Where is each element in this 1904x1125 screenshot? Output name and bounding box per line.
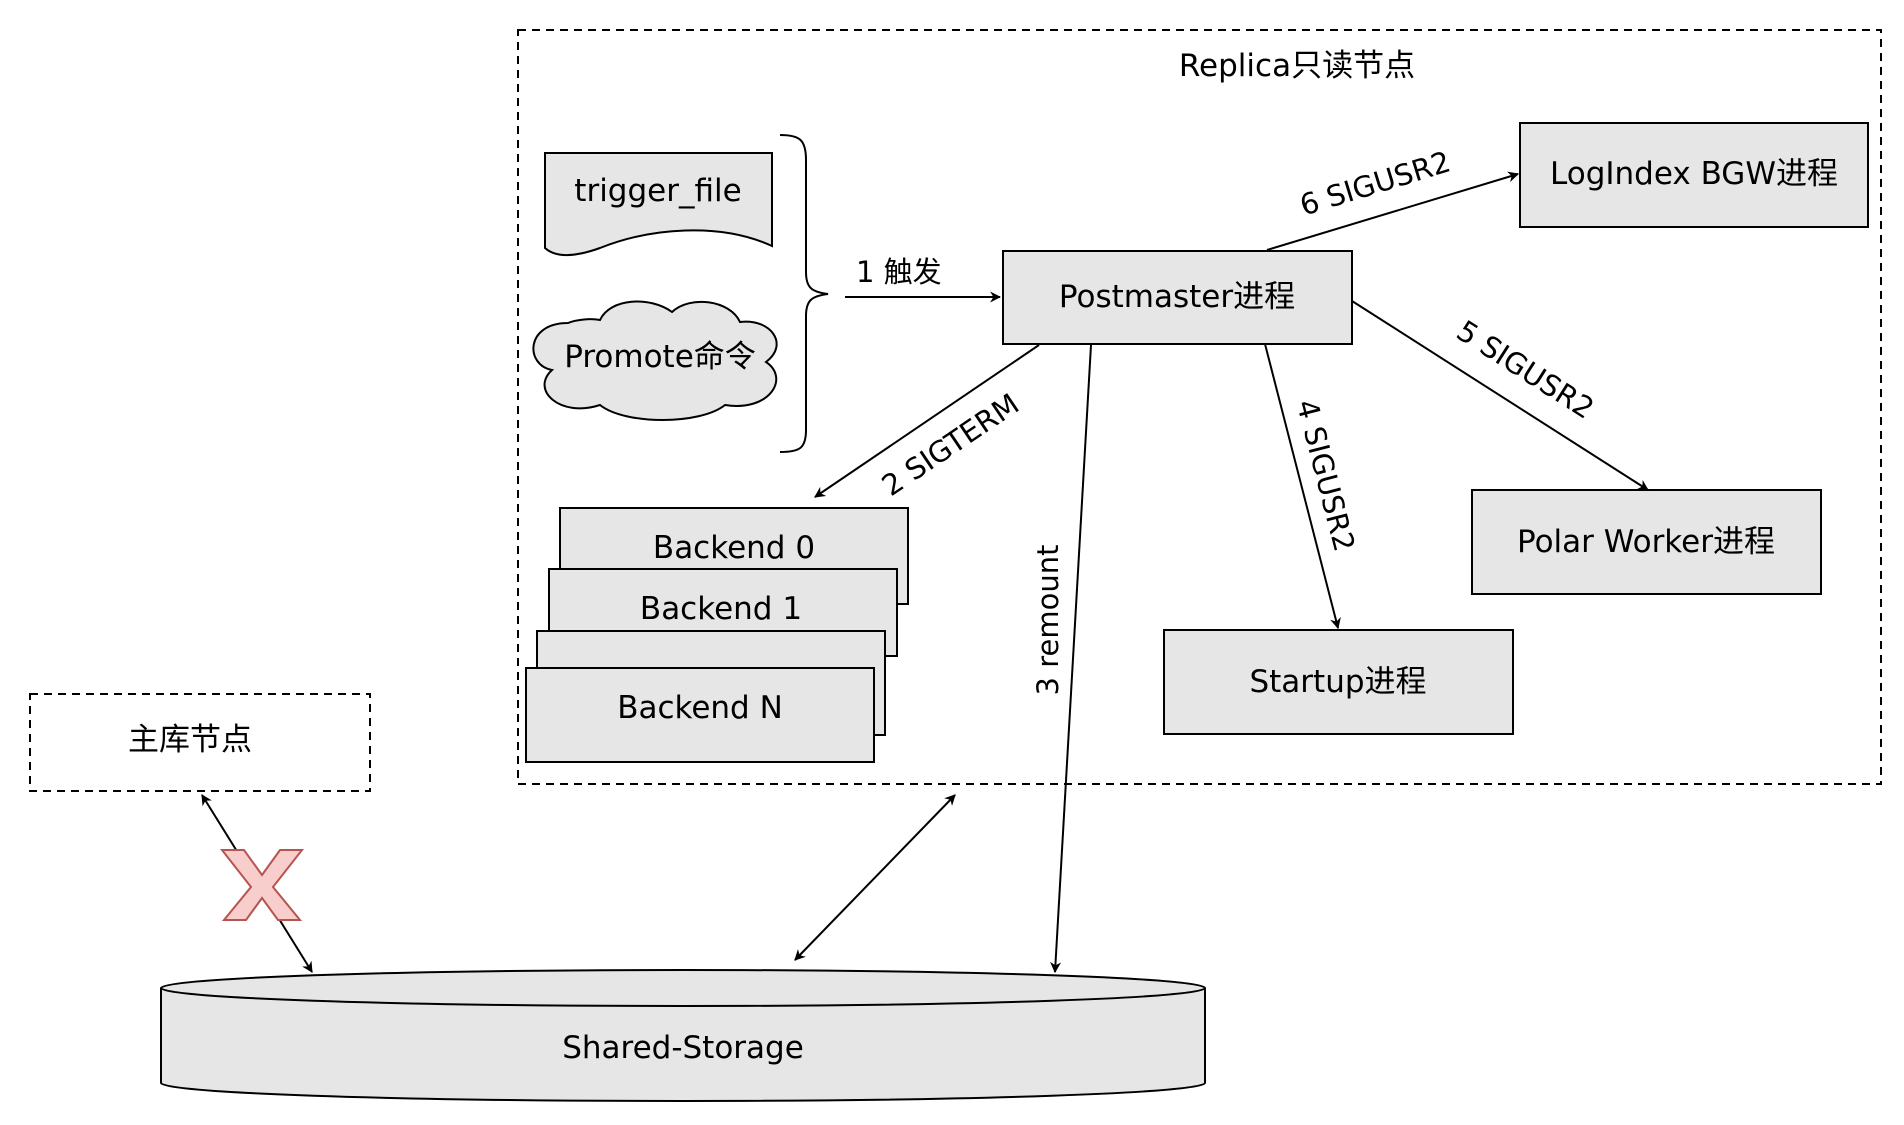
backend-0-label: Backend 0 bbox=[653, 530, 815, 566]
replica-group-title: Replica只读节点 bbox=[1179, 48, 1415, 84]
edge-logindex-sig-label: 6 SIGUSR2 bbox=[1296, 144, 1454, 222]
backend-stack: Backend 0 Backend 1 Backend N bbox=[525, 507, 909, 763]
polar-worker-label: Polar Worker进程 bbox=[1517, 524, 1775, 560]
edge-startup-sig-label: 4 SIGUSR2 bbox=[1290, 396, 1362, 555]
edge-trigger-label: 1 触发 bbox=[856, 255, 942, 289]
shared-storage-node[interactable]: Shared-Storage bbox=[160, 969, 1206, 1102]
trigger-file-node[interactable]: trigger_file bbox=[544, 152, 773, 257]
edge-polar-sig bbox=[1351, 300, 1649, 491]
edge-startup-sig bbox=[1264, 343, 1341, 630]
edge-replica-storage bbox=[794, 794, 956, 961]
backend-1-label: Backend 1 bbox=[640, 591, 802, 627]
postmaster-node[interactable]: Postmaster进程 bbox=[1002, 250, 1353, 345]
primary-node[interactable]: 主库节点 bbox=[29, 693, 371, 792]
backend-n-label: Backend N bbox=[617, 690, 783, 726]
edge-sigterm bbox=[814, 344, 1040, 498]
brace-shape bbox=[779, 134, 829, 453]
edge-remount-label: 3 remount bbox=[1031, 545, 1065, 696]
startup-node[interactable]: Startup进程 bbox=[1163, 629, 1514, 735]
shared-storage-label: Shared-Storage bbox=[562, 1030, 804, 1066]
promote-command-label: Promote命令 bbox=[564, 339, 756, 375]
edge-polar-sig-label: 5 SIGUSR2 bbox=[1451, 313, 1600, 425]
startup-label: Startup进程 bbox=[1249, 664, 1426, 700]
trigger-file-label: trigger_file bbox=[574, 173, 741, 209]
promote-command-node[interactable]: Promote命令 bbox=[532, 300, 778, 421]
primary-node-label: 主库节点 bbox=[128, 722, 252, 758]
logindex-bgw-node[interactable]: LogIndex BGW进程 bbox=[1519, 122, 1869, 228]
edge-remount bbox=[1050, 344, 1092, 974]
edges: 1 触发 6 SIGUSR2 5 SIGUSR2 4 SIGUSR2 2 SIG… bbox=[201, 144, 1649, 974]
logindex-bgw-label: LogIndex BGW进程 bbox=[1550, 156, 1838, 192]
polar-worker-node[interactable]: Polar Worker进程 bbox=[1471, 489, 1822, 595]
edge-logindex-sig bbox=[1266, 171, 1520, 251]
backend-n-node[interactable]: Backend N bbox=[525, 667, 875, 763]
replica-node-group: Replica只读节点 bbox=[517, 29, 1882, 785]
postmaster-label: Postmaster进程 bbox=[1059, 279, 1295, 315]
blocked-cross-icon bbox=[219, 849, 305, 921]
